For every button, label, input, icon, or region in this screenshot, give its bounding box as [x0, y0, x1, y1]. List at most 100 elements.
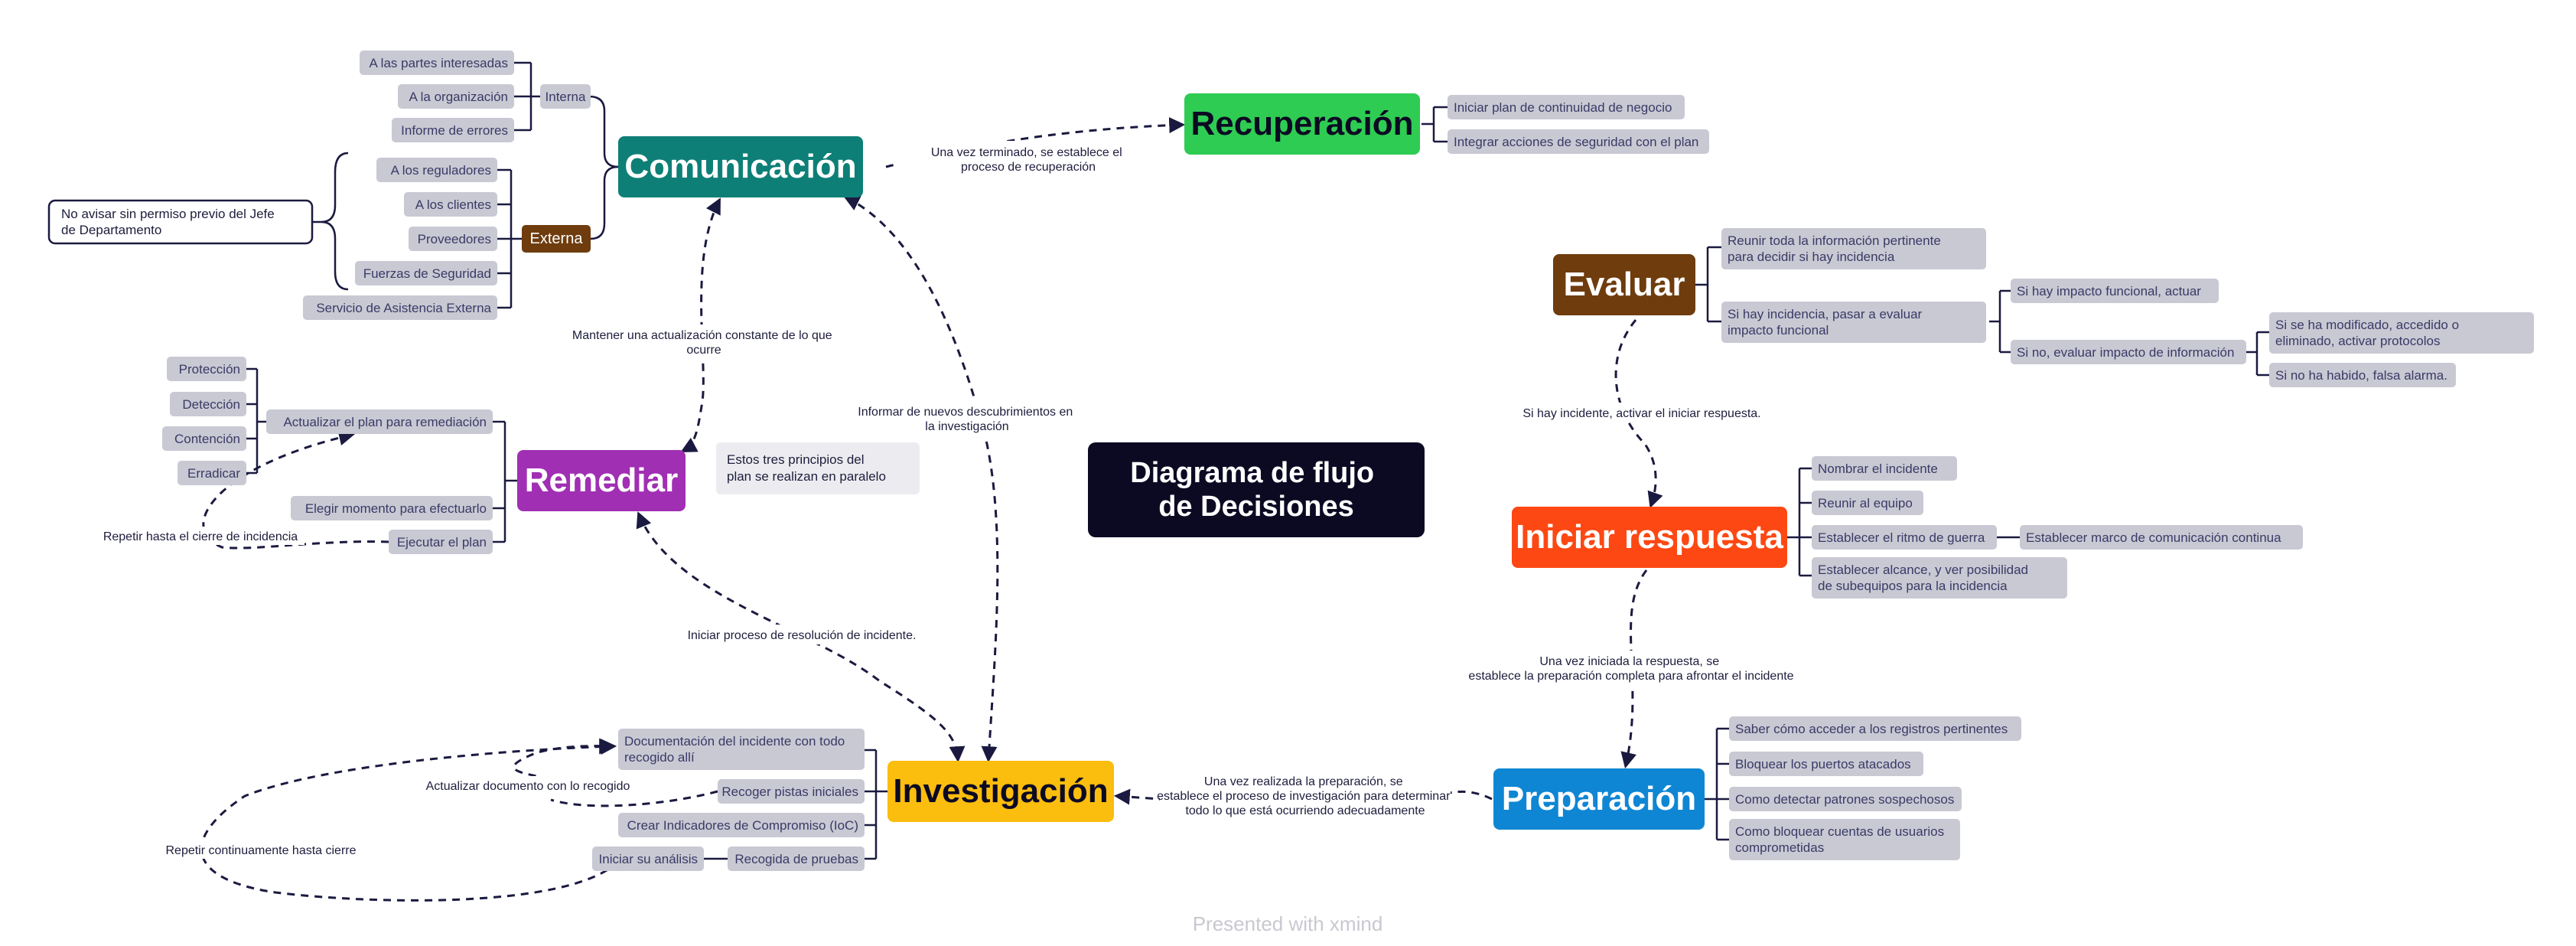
- leaf-remediar-deteccion[interactable]: Detección: [170, 392, 246, 416]
- leaf-recuperacion-1[interactable]: Iniciar plan de continuidad de negocio: [1448, 95, 1685, 119]
- node-recuperacion[interactable]: Recuperación: [1184, 93, 1420, 155]
- svg-text:Crear Indicadores de Compromis: Crear Indicadores de Compromiso (IoC): [627, 818, 858, 833]
- leaf-externa-4[interactable]: Fuerzas de Seguridad: [355, 261, 497, 285]
- svg-text:Proveedores: Proveedores: [418, 232, 491, 246]
- svg-text:Si hay impacto funcional, actu: Si hay impacto funcional, actuar: [2017, 284, 2201, 298]
- edge-label-eva-ini: Si hay incidente, activar el iniciar res…: [1522, 407, 1760, 420]
- leaf-externa-5[interactable]: Servicio de Asistencia Externa: [303, 295, 497, 320]
- svg-text:Nombrar el incidente: Nombrar el incidente: [1818, 462, 1938, 476]
- leaf-interna-2[interactable]: A la organización: [398, 84, 514, 109]
- subnode-interna[interactable]: Interna: [540, 84, 591, 109]
- leaf-interna-1[interactable]: A las partes interesadas: [360, 51, 514, 75]
- svg-text:Saber cómo acceder a los regis: Saber cómo acceder a los registros perti…: [1735, 722, 2008, 736]
- svg-text:Contención: Contención: [174, 432, 240, 446]
- node-evaluar[interactable]: Evaluar: [1553, 254, 1695, 315]
- leaf-inv-recoger[interactable]: Recoger pistas iniciales: [718, 779, 865, 804]
- svg-text:Recogida de pruebas: Recogida de pruebas: [734, 852, 858, 866]
- svg-text:Como detectar patrones sospech: Como detectar patrones sospechosos: [1735, 792, 1954, 807]
- node-recuperacion-label: Recuperación: [1191, 105, 1414, 142]
- svg-text:Ejecutar el plan: Ejecutar el plan: [397, 535, 487, 550]
- leaf-respuesta-alcance[interactable]: Establecer alcance, y ver posibilidad de…: [1812, 557, 2067, 599]
- svg-text:Protección: Protección: [179, 362, 240, 377]
- footer-watermark: Presented with xmind: [1193, 912, 1383, 935]
- svg-text:Documentación del incidente co: Documentación del incidente con todo rec…: [624, 734, 848, 765]
- svg-text:Actualizar el plan para remedi: Actualizar el plan para remediación: [283, 415, 487, 429]
- node-investigacion[interactable]: Investigación: [887, 761, 1114, 822]
- leaf-respuesta-ritmo[interactable]: Establecer el ritmo de guerra: [1812, 525, 1997, 550]
- leaf-remediar-erradicar[interactable]: Erradicar: [177, 461, 246, 485]
- leaf-evaluar-si-hay[interactable]: Si hay incidencia, pasar a evaluar impac…: [1721, 302, 1986, 343]
- node-comunicacion[interactable]: Comunicación: [618, 136, 863, 197]
- edge-label-com-rec: Una vez terminado, se establece el proce…: [931, 146, 1125, 174]
- svg-text:Iniciar plan de continuidad de: Iniciar plan de continuidad de negocio: [1454, 100, 1672, 115]
- leaf-interna-3[interactable]: Informe de errores: [392, 118, 514, 142]
- leaf-prep-1[interactable]: Saber cómo acceder a los registros perti…: [1729, 716, 2021, 741]
- leaf-respuesta-marco[interactable]: Establecer marco de comunicación continu…: [2020, 525, 2303, 550]
- svg-text:Establecer alcance, y ver posi: Establecer alcance, y ver posibilidad de…: [1818, 563, 2032, 593]
- leaf-evaluar-modificado[interactable]: Si se ha modificado, accedido o eliminad…: [2269, 312, 2534, 354]
- edge-label-actualizar-doc: Actualizar documento con lo recogido: [426, 780, 630, 793]
- leaf-evaluar-impacto-funcional[interactable]: Si hay impacto funcional, actuar: [2011, 279, 2219, 303]
- subnode-actualizar-plan[interactable]: Actualizar el plan para remediación: [266, 409, 493, 434]
- edge-label-inv-com: Informar de nuevos descubrimientos en la…: [858, 406, 1076, 433]
- svg-text:Establecer el ritmo de guerra: Establecer el ritmo de guerra: [1818, 530, 1985, 545]
- edge-label-repetir-cierre: Repetir hasta el cierre de incidencia: [103, 530, 298, 543]
- leaf-evaluar-si-no[interactable]: Si no, evaluar impacto de información: [2011, 340, 2246, 364]
- edge-label-rem-com: Mantener una actualización constante de …: [572, 329, 835, 357]
- leaf-inv-recogida[interactable]: Recogida de pruebas: [728, 847, 865, 871]
- svg-text:Si no ha habido, falsa alarma.: Si no ha habido, falsa alarma.: [2275, 368, 2447, 383]
- svg-text:Interna: Interna: [545, 90, 586, 104]
- svg-text:Como bloquear cuentas de usuar: Como bloquear cuentas de usuarios compro…: [1735, 824, 1948, 855]
- svg-text:Reunir al equipo: Reunir al equipo: [1818, 496, 1913, 511]
- edge-label-repetir-continuo: Repetir continuamente hasta cierre: [165, 844, 356, 857]
- leaf-remediar-ejecutar[interactable]: Ejecutar el plan: [389, 530, 493, 554]
- svg-text:Informe de errores: Informe de errores: [401, 123, 508, 138]
- svg-text:Integrar acciones de seguridad: Integrar acciones de seguridad con el pl…: [1454, 135, 1698, 149]
- svg-text:Estos tres principios del: Estos tres principios del plan se realiz…: [727, 452, 886, 484]
- node-remediar[interactable]: Remediar: [517, 450, 686, 511]
- leaf-externa-2[interactable]: A los clientes: [404, 192, 497, 217]
- leaf-externa-1[interactable]: A los reguladores: [376, 158, 497, 182]
- leaf-remediar-proteccion[interactable]: Protección: [167, 357, 246, 381]
- leaf-inv-crear[interactable]: Crear Indicadores de Compromiso (IoC): [618, 813, 865, 837]
- node-preparacion[interactable]: Preparación: [1493, 768, 1705, 830]
- leaf-evaluar-no-habido[interactable]: Si no ha habido, falsa alarma.: [2269, 363, 2456, 387]
- svg-text:No avisar sin permiso previo d: No avisar sin permiso previo del Jefe de…: [61, 207, 278, 237]
- svg-text:A las partes interesadas: A las partes interesadas: [370, 56, 508, 70]
- leaf-inv-documentacion[interactable]: Documentación del incidente con todo rec…: [618, 729, 865, 770]
- leaf-inv-iniciar-analisis[interactable]: Iniciar su análisis: [592, 847, 704, 871]
- tree-connectors: [246, 61, 2269, 860]
- svg-text:Erradicar: Erradicar: [187, 466, 240, 481]
- externa-note[interactable]: No avisar sin permiso previo del Jefe de…: [47, 199, 314, 245]
- leaf-recuperacion-2[interactable]: Integrar acciones de seguridad con el pl…: [1448, 129, 1709, 154]
- edge-label-rem-inv: Iniciar proceso de resolución de inciden…: [688, 629, 917, 642]
- leaf-externa-3[interactable]: Proveedores: [409, 227, 497, 251]
- svg-text:Elegir momento para efectuarlo: Elegir momento para efectuarlo: [305, 501, 487, 516]
- leaf-remediar-contencion[interactable]: Contención: [162, 426, 246, 451]
- svg-text:Establecer marco de comunicaci: Establecer marco de comunicación continu…: [2026, 530, 2281, 545]
- leaf-respuesta-reunir[interactable]: Reunir al equipo: [1812, 491, 1923, 515]
- leaf-prep-2[interactable]: Bloquear los puertos atacados: [1729, 752, 1923, 776]
- leaf-remediar-elegir[interactable]: Elegir momento para efectuarlo: [291, 496, 493, 520]
- diagram-title: Diagrama de flujo de Decisiones: [1130, 457, 1382, 523]
- node-iniciar-respuesta-label: Iniciar respuesta: [1516, 518, 1783, 556]
- node-iniciar-respuesta[interactable]: Iniciar respuesta: [1512, 507, 1787, 568]
- svg-text:Reunir toda la información per: Reunir toda la información pertinente pa…: [1728, 233, 1945, 264]
- node-investigacion-label: Investigación: [893, 772, 1108, 810]
- svg-text:A la organización: A la organización: [409, 90, 508, 104]
- leaf-prep-4[interactable]: Como bloquear cuentas de usuarios compro…: [1729, 819, 1960, 860]
- node-preparacion-label: Preparación: [1502, 780, 1696, 817]
- diagram-title-box: Diagrama de flujo de Decisiones: [1088, 442, 1425, 537]
- svg-text:Iniciar su análisis: Iniciar su análisis: [599, 852, 698, 866]
- subnode-externa[interactable]: Externa: [522, 225, 591, 253]
- edge-labels: Una vez terminado, se establece el proce…: [98, 141, 1794, 859]
- leaf-prep-3[interactable]: Como detectar patrones sospechosos: [1729, 787, 1962, 811]
- node-evaluar-label: Evaluar: [1564, 266, 1685, 303]
- svg-text:Bloquear los puertos atacados: Bloquear los puertos atacados: [1735, 757, 1911, 771]
- leaf-evaluar-reunir[interactable]: Reunir toda la información pertinente pa…: [1721, 228, 1986, 269]
- leaf-respuesta-nombrar[interactable]: Nombrar el incidente: [1812, 456, 1957, 481]
- parallel-note[interactable]: Estos tres principios del plan se realiz…: [716, 442, 920, 494]
- edge-label-ini-prep: Una vez iniciada la respuesta, se establ…: [1468, 655, 1793, 683]
- svg-text:Fuerzas de Seguridad: Fuerzas de Seguridad: [363, 266, 491, 281]
